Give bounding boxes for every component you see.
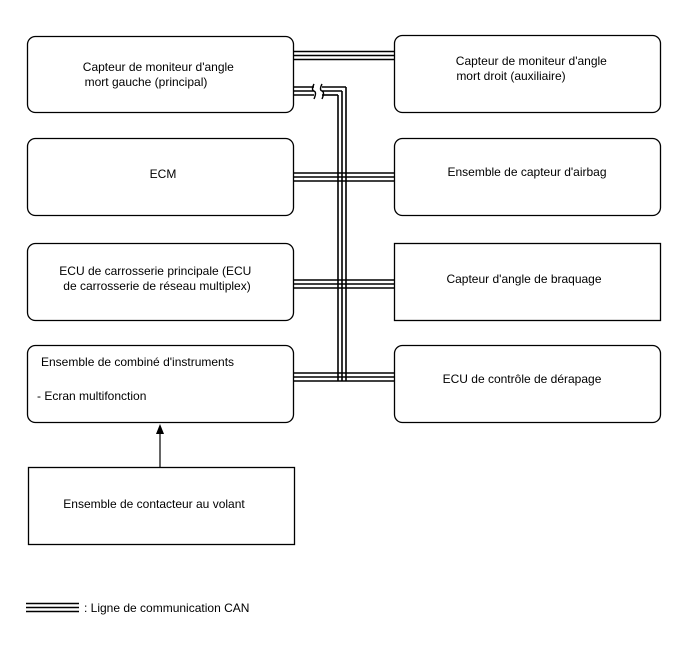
can-bus-lines xyxy=(294,50,394,382)
svg-text:Ensemble de capteur d'airbag: Ensemble de capteur d'airbag xyxy=(447,165,606,179)
node-steering-switch: Ensemble de contacteur au volant xyxy=(27,466,296,546)
svg-text:Ensemble de combiné d'instrume: Ensemble de combiné d'instruments - Ecra… xyxy=(37,355,237,403)
node-steering-angle-sensor: Capteur d'angle de braquage xyxy=(393,242,662,322)
node-airbag-sensor: Ensemble de capteur d'airbag xyxy=(393,137,662,217)
node-label: mort droit (auxiliaire) xyxy=(456,69,565,83)
node-label: Capteur de moniteur d'angle xyxy=(456,54,607,68)
signal-arrow xyxy=(156,424,164,467)
node-label: ECU de contrôle de dérapage xyxy=(443,372,602,386)
node-sublabel: - Ecran multifonction xyxy=(37,389,146,403)
node-combination-meter: Ensemble de combiné d'instruments - Ecra… xyxy=(26,344,295,424)
svg-text:Ensemble de contacteur au vola: Ensemble de contacteur au volant xyxy=(63,497,245,511)
line-break-symbol xyxy=(311,83,325,100)
node-label: Ensemble de capteur d'airbag xyxy=(447,165,606,179)
svg-text:ECM: ECM xyxy=(150,167,177,181)
node-blind-spot-right: Capteur de moniteur d'angle mort droit (… xyxy=(393,34,662,114)
node-skid-control-ecu: ECU de contrôle de dérapage xyxy=(393,344,662,424)
node-label: ECU de carrosserie principale (ECU xyxy=(59,264,251,278)
svg-text:Capteur de moniteur d'angle: Capteur de moniteur d'angle mort droit (… xyxy=(456,54,610,83)
node-ecm: ECM xyxy=(26,137,295,217)
node-body-ecu: ECU de carrosserie principale (ECU de ca… xyxy=(26,242,295,322)
node-label: mort gauche (principal) xyxy=(85,75,208,89)
legend: : Ligne de communication CAN xyxy=(26,601,249,615)
legend-label: : Ligne de communication CAN xyxy=(84,601,249,615)
node-label: Capteur d'angle de braquage xyxy=(446,272,601,286)
svg-text:Capteur d'angle de braquage: Capteur d'angle de braquage xyxy=(446,272,601,286)
node-blind-spot-left: Capteur de moniteur d'angle mort gauche … xyxy=(26,35,295,114)
svg-text:ECU de carrosserie principale: ECU de carrosserie principale (ECU de ca… xyxy=(59,264,254,293)
svg-text:Capteur de moniteur d'angle: Capteur de moniteur d'angle mort gauche … xyxy=(83,60,237,89)
node-label: de carrosserie de réseau multiplex) xyxy=(63,279,250,293)
node-label: ECM xyxy=(150,167,177,181)
svg-text:ECU de contrôle de dérapage: ECU de contrôle de dérapage xyxy=(443,372,602,386)
node-label: Capteur de moniteur d'angle xyxy=(83,60,234,74)
legend-can-line-symbol xyxy=(26,602,79,613)
node-label: Ensemble de contacteur au volant xyxy=(63,497,245,511)
node-label: Ensemble de combiné d'instruments xyxy=(41,355,234,369)
